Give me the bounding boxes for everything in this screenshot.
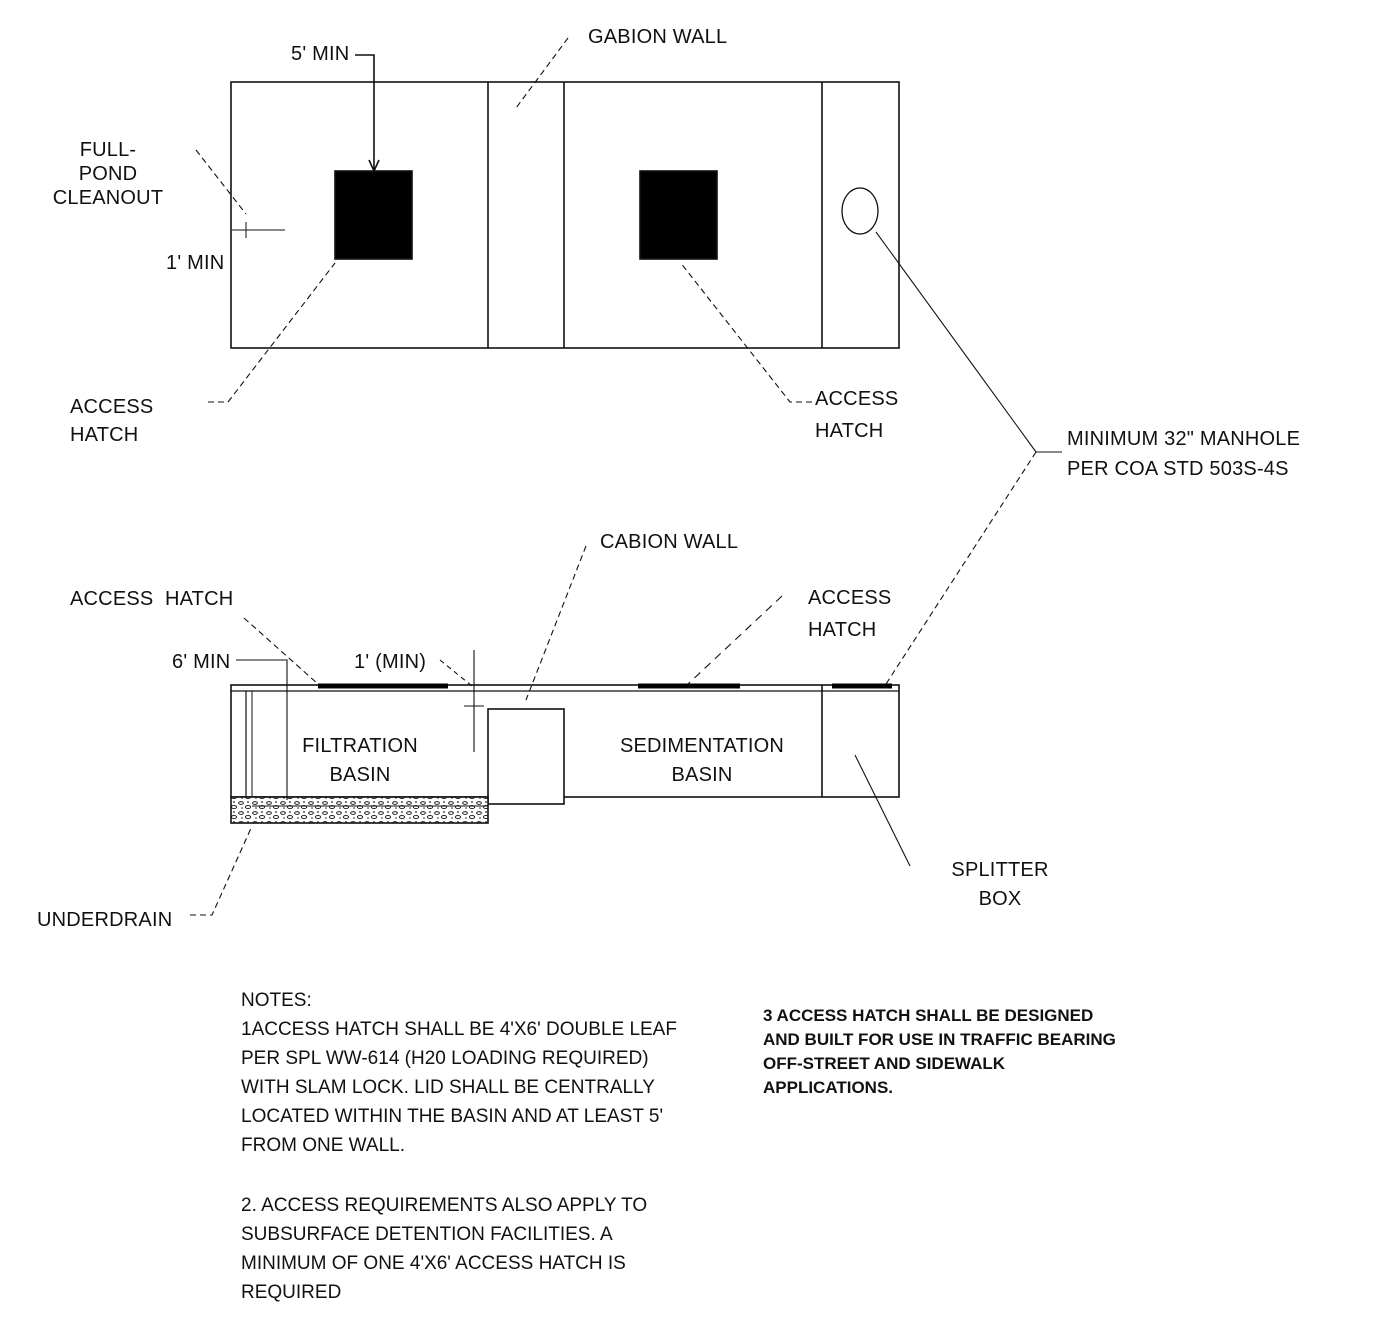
label-splitter-box: SPLITTER BOX	[951, 859, 1049, 910]
plan-outline	[230, 81, 900, 349]
plan-view	[195, 37, 1062, 685]
label-filtration-basin: FILTRATION BASIN	[302, 735, 418, 786]
leader-5min-tick	[368, 159, 380, 173]
section-view	[190, 545, 911, 916]
leader-splitter-box	[854, 754, 911, 867]
label-gabion-wall: GABION WALL	[588, 26, 728, 48]
leader-6min	[236, 659, 288, 800]
label-cabion-wall: CABION WALL	[600, 531, 739, 553]
underdrain-gravel	[230, 796, 489, 824]
plan-access-hatch-right	[639, 170, 718, 260]
leader-manhole-plan	[875, 231, 1037, 453]
leader-manhole-section	[885, 451, 1037, 685]
label-manhole: MINIMUM 32" MANHOLE PER COA STD 503S-4S	[1067, 428, 1301, 480]
label-access-hatch-plan-right: ACCESS HATCH	[815, 388, 899, 442]
label-6min: 6' MIN	[172, 651, 231, 673]
label-access-hatch-section-right: ACCESS HATCH	[808, 587, 892, 641]
note-1: 1ACCESS HATCH SHALL BE 4'X6' DOUBLE LEAF…	[241, 1019, 677, 1156]
leader-access-hatch-section-right	[687, 595, 783, 685]
leader-underdrain	[190, 825, 253, 916]
leader-access-hatch-section-left	[243, 617, 319, 685]
note-3: 3 ACCESS HATCH SHALL BE DESIGNED AND BUI…	[763, 1006, 1116, 1097]
leader-gabion-wall	[515, 37, 569, 109]
leader-access-hatch-right	[679, 261, 812, 403]
leader-5min	[355, 54, 375, 171]
label-access-hatch-plan-left: ACCESS HATCH	[70, 396, 154, 446]
label-underdrain: UNDERDRAIN	[37, 909, 173, 931]
section-outline	[230, 684, 900, 798]
label-full-pond-cleanout: FULL- POND CLEANOUT	[52, 139, 164, 209]
plan-access-hatch-left	[334, 170, 413, 260]
label-sedimentation-basin: SEDIMENTATION BASIN	[619, 735, 785, 786]
notes-heading: NOTES:	[241, 990, 312, 1011]
note-2: 2. ACCESS REQUIREMENTS ALSO APPLY TO SUB…	[241, 1195, 648, 1303]
label-5min: 5' MIN	[291, 43, 350, 65]
leader-access-hatch-left	[208, 262, 336, 403]
label-1min: 1' MIN	[166, 252, 225, 274]
leader-cleanout	[195, 149, 247, 215]
plan-manhole	[841, 187, 879, 235]
leader-cabion-wall	[525, 545, 587, 701]
section-gabion-wall	[487, 708, 565, 805]
leader-1min-paren	[439, 659, 473, 687]
label-1min-paren: 1' (MIN)	[354, 651, 427, 673]
label-access-hatch-section-left: ACCESS HATCH	[70, 588, 234, 610]
